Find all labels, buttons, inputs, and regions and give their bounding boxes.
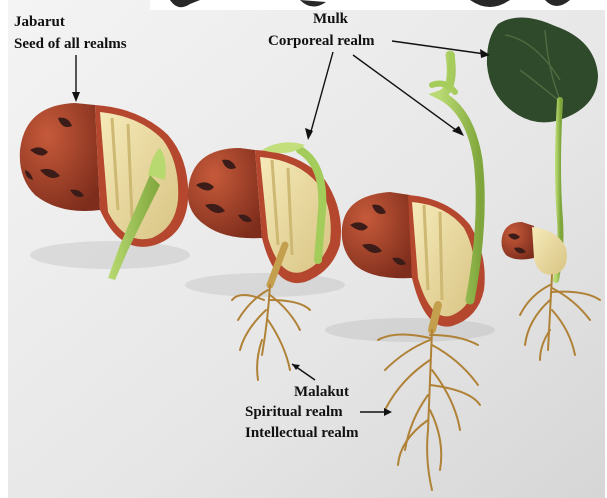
jabarut-description: Seed of all realms [14,36,127,52]
mulk-label: Mulk [313,11,349,27]
jabarut-label: Jabarut [14,14,65,30]
malakut-intellectual: Intellectual realm [245,425,359,441]
mulk-description: Corporeal realm [268,33,375,49]
malakut-label: Malakut [294,384,349,400]
malakut-spiritual: Spiritual realm [245,404,343,420]
